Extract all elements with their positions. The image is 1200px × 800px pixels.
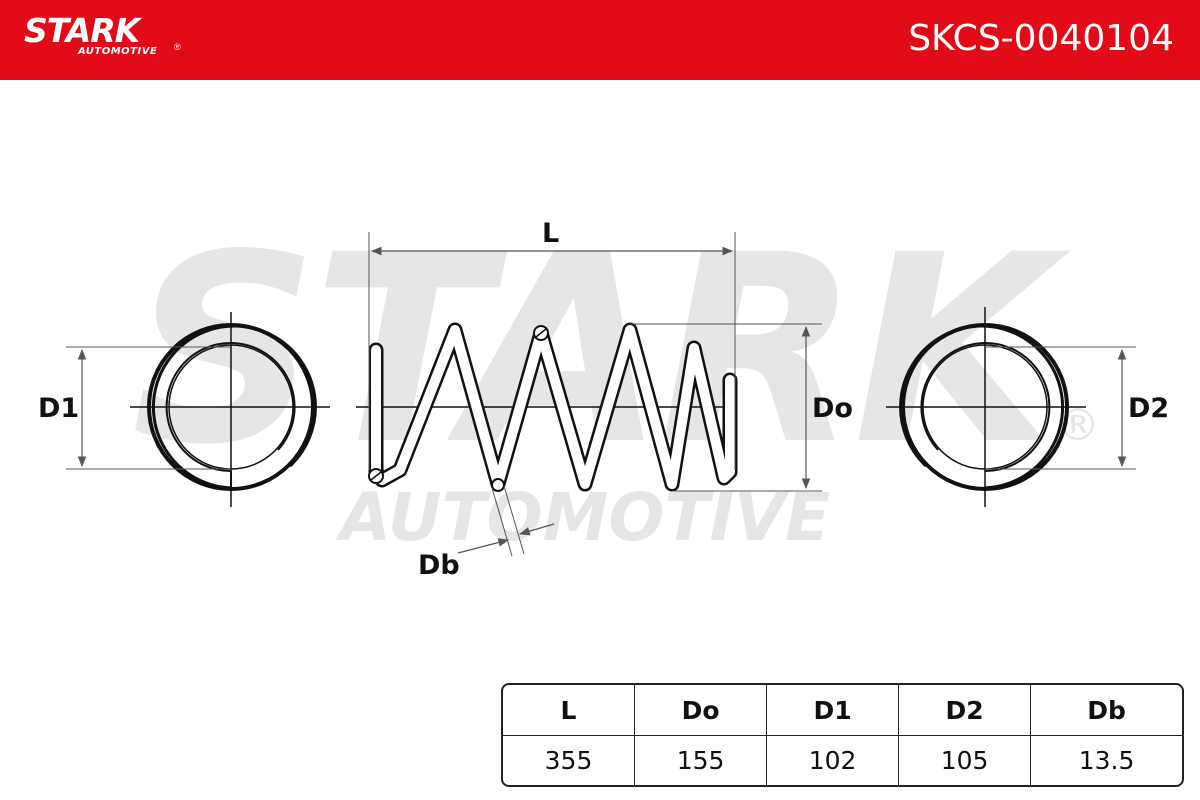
spec-table: L Do D1 D2 Db 355 155 102 105 13.5 [501, 683, 1184, 787]
right-end-view [886, 307, 1136, 507]
brand-name: STARK [24, 11, 140, 50]
label-diameter-1: D1 [38, 393, 80, 424]
spec-value-cell: 102 [767, 736, 900, 785]
spec-header-row: L Do D1 D2 Db [503, 685, 1182, 736]
header-bar: STARK ® AUTOMOTIVE SKCS-0040104 [0, 0, 1200, 80]
brand-registered-mark: ® [174, 42, 181, 52]
left-end-view [66, 312, 330, 507]
label-outer-diameter: Do [812, 393, 853, 424]
spec-value-cell: 13.5 [1078, 746, 1135, 775]
spring-side-view [356, 232, 822, 557]
spring-drawing [66, 232, 1136, 557]
label-length: L [542, 218, 560, 249]
spec-header-cell: Do [635, 685, 768, 736]
watermark-sub: AUTOMOTIVE [335, 479, 830, 556]
spec-header-cell: D2 [899, 685, 1032, 736]
label-wire-diameter: Db [418, 550, 460, 581]
spec-value-cell: 155 [635, 736, 768, 785]
spec-header-cell: Db [1031, 685, 1182, 736]
spec-header-cell: D1 [767, 685, 900, 736]
label-diameter-2: D2 [1128, 393, 1170, 424]
part-number: SKCS-0040104 [908, 18, 1174, 59]
spec-header-cell: L [503, 685, 636, 736]
brand-logo: STARK ® AUTOMOTIVE [24, 11, 181, 58]
spec-value-cell: 105 [899, 736, 1032, 785]
spec-value-row: 355 155 102 105 13.5 [503, 736, 1182, 785]
brand-subtitle: AUTOMOTIVE [78, 46, 158, 57]
spec-value-cell: 355 [503, 736, 636, 785]
